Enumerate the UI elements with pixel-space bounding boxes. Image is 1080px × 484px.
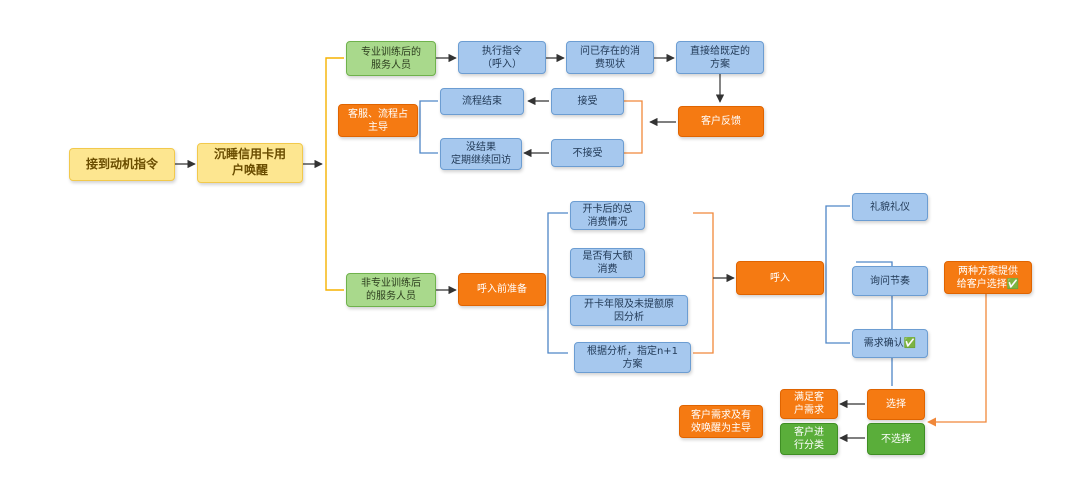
node-years: 开卡年限及未提额原 因分析 bbox=[570, 295, 688, 326]
node-satisfy: 满足客 户需求 bbox=[780, 389, 838, 419]
edge-two-plans-choose bbox=[927, 294, 987, 427]
node-pro-staff: 专业训练后的 服务人员 bbox=[346, 41, 436, 76]
node-cust-lead: 客户需求及有 效唤醒为主导 bbox=[679, 405, 763, 438]
analysis-bracket bbox=[693, 212, 714, 354]
node-feedback: 客户反馈 bbox=[678, 106, 764, 137]
node-not-choose: 不选择 bbox=[867, 423, 925, 455]
node-cs-lead: 客服、流程占 主导 bbox=[338, 104, 418, 137]
node-etiquette: 礼貌礼仪 bbox=[852, 193, 928, 221]
outcome-bracket bbox=[419, 100, 438, 154]
edge-rhythm-stub bbox=[856, 261, 893, 266]
node-rhythm: 询问节奏 bbox=[852, 266, 928, 296]
node-flow-end: 流程结束 bbox=[440, 88, 524, 115]
node-confirm: 需求确认✅ bbox=[852, 329, 928, 358]
prep-bracket bbox=[547, 212, 568, 354]
node-reject: 不接受 bbox=[551, 139, 624, 167]
node-exec: 执行指令 （呼入） bbox=[458, 41, 546, 74]
node-two-plans: 两种方案提供 给客户选择✅ bbox=[944, 261, 1032, 294]
callin-bracket bbox=[825, 205, 850, 344]
node-dormant: 沉睡信用卡用 户唤醒 bbox=[197, 143, 303, 183]
node-ask-status: 问已存在的消 费现状 bbox=[566, 41, 654, 74]
node-choose: 选择 bbox=[867, 389, 925, 420]
node-nonpro-staff: 非专业训练后 的服务人员 bbox=[346, 273, 436, 307]
node-motive: 接到动机指令 bbox=[69, 148, 175, 181]
node-total-spend: 开卡后的总 消费情况 bbox=[570, 201, 645, 230]
node-prep: 呼入前准备 bbox=[458, 273, 546, 306]
node-plan-n1: 根据分析，指定n+1 方案 bbox=[574, 342, 691, 373]
node-followup: 没结果 定期继续回访 bbox=[440, 138, 522, 170]
node-accept: 接受 bbox=[551, 88, 624, 115]
feedback-bracket bbox=[624, 100, 643, 154]
branch-bracket bbox=[325, 57, 344, 291]
node-large-spend: 是否有大额 消费 bbox=[570, 248, 645, 278]
node-classify: 客户进 行分类 bbox=[780, 423, 838, 455]
node-give-plan: 直接给既定的 方案 bbox=[676, 41, 764, 74]
node-call-in: 呼入 bbox=[736, 261, 824, 295]
